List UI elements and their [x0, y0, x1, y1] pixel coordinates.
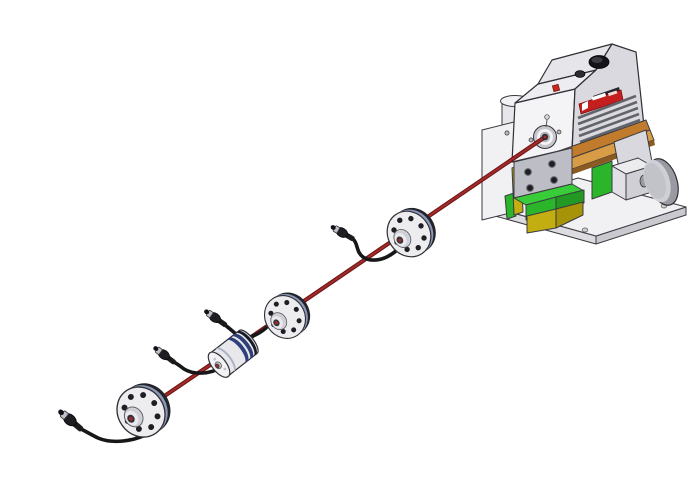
front-stack: [513, 147, 585, 234]
brand-label-logo: [582, 101, 588, 111]
cylinder-band-silver: [215, 347, 236, 373]
green-block-right: [591, 160, 613, 200]
red-button: [551, 83, 561, 93]
housing: [511, 43, 645, 163]
cable-1: [79, 427, 154, 444]
boss-pin-stem: [545, 119, 548, 128]
cable-4: [351, 237, 399, 262]
top-knob-highlight: [591, 57, 603, 63]
yellow-block-front-right: [555, 201, 584, 229]
benchtop-machine: [481, 43, 687, 245]
boss-pin: [544, 114, 550, 120]
housing-ribs: [577, 94, 641, 144]
cylinder-band-dark: [235, 330, 257, 357]
red-wire: [138, 134, 548, 415]
cable-connector-3: [201, 306, 230, 330]
base-plate-hole: [581, 227, 589, 233]
boss-side-bolt: [528, 137, 534, 143]
small-cap: [574, 70, 586, 78]
cable-connector-4: [328, 221, 357, 244]
inline-disc-sensor-1: [106, 373, 181, 448]
cable-connector-2: [150, 343, 179, 368]
cable-2: [172, 360, 226, 375]
inline-cylinder-unit: [207, 329, 259, 378]
wheel-face-inner: [643, 163, 667, 199]
post-hole: [504, 130, 510, 136]
cylinder-band: [226, 337, 249, 364]
cable-connector-1: [54, 405, 87, 435]
brand-label-mark: [607, 90, 618, 97]
handwheel: [611, 157, 679, 206]
cylinder-face-hole: [213, 357, 217, 361]
sensor-cables: [79, 237, 399, 444]
wire-core: [140, 136, 546, 413]
brand-label-mark: [591, 92, 607, 101]
cylinder-face-hole: [223, 367, 227, 371]
green-block-front-right: [555, 189, 585, 213]
inline-disc-sensor-2: [255, 283, 319, 347]
bolt-plate-bolts: [524, 160, 558, 192]
boss-side-bolt: [556, 129, 562, 135]
cylinder-band: [231, 333, 254, 360]
cylinder-wire-dot: [216, 364, 219, 368]
wire-entry-dot: [543, 135, 547, 139]
